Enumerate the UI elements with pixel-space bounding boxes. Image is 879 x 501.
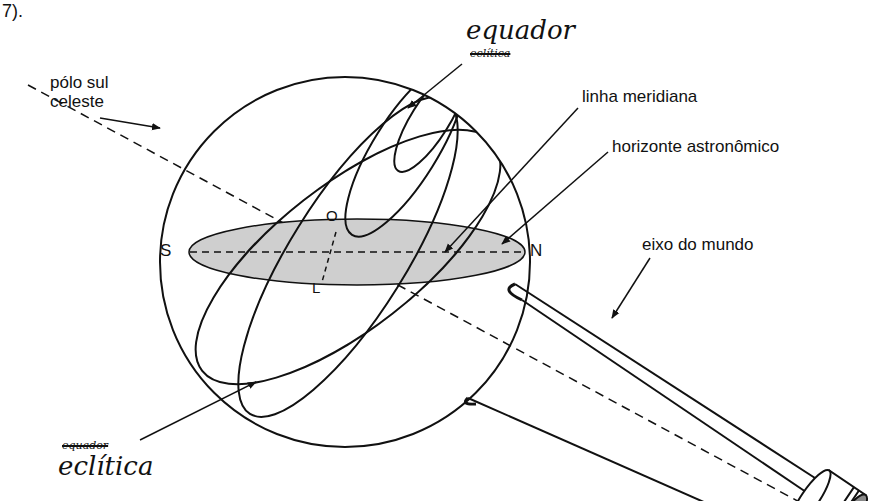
handwritten-label: eclítica xyxy=(58,452,153,481)
ecliptic-circle xyxy=(158,86,538,427)
leader-arrow xyxy=(502,152,608,244)
handwritten-label: equador xyxy=(466,16,575,45)
leader-arrow xyxy=(408,64,462,108)
leader-arrow xyxy=(100,118,160,128)
struck-label: eclítica xyxy=(470,48,510,60)
part-label: horizonte astronômico xyxy=(612,138,779,157)
leader-arrow xyxy=(445,108,578,252)
direction-letter: O xyxy=(326,208,338,225)
part-label: eixo do mundo xyxy=(642,236,754,255)
support-tube xyxy=(465,284,873,501)
direction-letter: N xyxy=(530,242,542,261)
leader-arrow xyxy=(612,258,650,318)
world-axis xyxy=(28,85,879,501)
leader-arrow xyxy=(140,382,256,440)
diurnal-circle xyxy=(325,48,485,252)
direction-letter: S xyxy=(160,242,171,261)
struck-label: equador xyxy=(62,440,108,452)
part-label: pólo sul celeste xyxy=(50,74,130,111)
meridian-line xyxy=(190,251,525,253)
figure-number: 7). xyxy=(2,2,23,22)
east-west-line xyxy=(322,232,336,282)
part-label: linha meridiana xyxy=(582,88,697,107)
direction-letter: L xyxy=(312,280,320,297)
diurnal-circle xyxy=(382,59,478,181)
